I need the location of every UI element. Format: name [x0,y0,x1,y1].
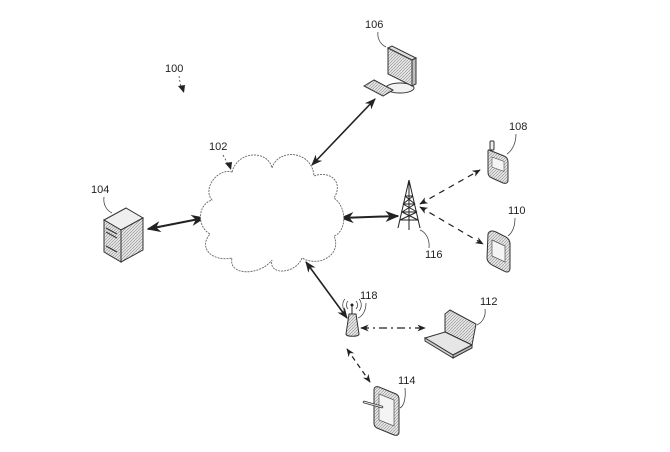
tablet-with-stylus-icon [362,386,400,436]
access-point-leader [357,302,367,319]
laptop-ref-label: 112 [480,296,498,308]
desktop-node[interactable]: 106 [362,19,418,97]
desktop-leader [377,31,387,48]
cellphone-ref-label: 108 [509,121,527,133]
cellphone-leader [506,133,517,155]
desktop-ref-label: 106 [365,19,383,31]
cell-tower-node[interactable]: 116 [397,179,443,261]
handheld-device-icon [486,230,511,273]
system-arrow-icon [178,85,185,93]
laptop-computer-icon [423,309,477,359]
network-leader-arrow-icon [225,162,232,170]
tablet-ref-label: 114 [398,375,416,387]
cell-tower-ref-label: 116 [425,249,443,261]
server-leader [103,196,113,214]
tablet-leader [399,387,406,409]
system-ref-label: 100 [165,63,183,75]
network-ref-label: 102 [209,141,227,153]
pda-node[interactable]: 110 [486,205,526,273]
access-point-node[interactable]: 118 [342,290,378,337]
laptop-node[interactable]: 112 [423,296,498,359]
connection-network-access-point [305,261,348,319]
mobile-phone-icon [487,140,509,184]
connection-access-point-tablet [346,348,371,383]
cell-tower-icon [397,179,421,230]
cloud-icon [200,154,345,273]
connection-tower-pda [419,206,484,245]
pda-ref-label: 110 [508,205,526,217]
pda-leader [507,217,516,237]
connections [146,98,484,383]
server-ref-label: 104 [91,184,109,196]
laptop-leader [476,308,486,326]
cellphone-node[interactable]: 108 [487,121,527,184]
cell-tower-leader [419,229,430,249]
desktop-computer-icon [362,45,418,97]
tablet-node[interactable]: 114 [362,375,416,436]
connection-tower-cellphone [419,169,481,205]
network-node[interactable]: 102 [200,141,345,273]
connection-network-desktop [311,98,376,166]
connection-network-tower [339,210,400,224]
connection-network-server [146,214,206,233]
server-icon [102,207,145,263]
system-reference: 100 [165,63,185,93]
wireless-access-point-icon [342,298,362,337]
server-node[interactable]: 104 [91,184,145,263]
access-point-ref-label: 118 [360,290,378,302]
